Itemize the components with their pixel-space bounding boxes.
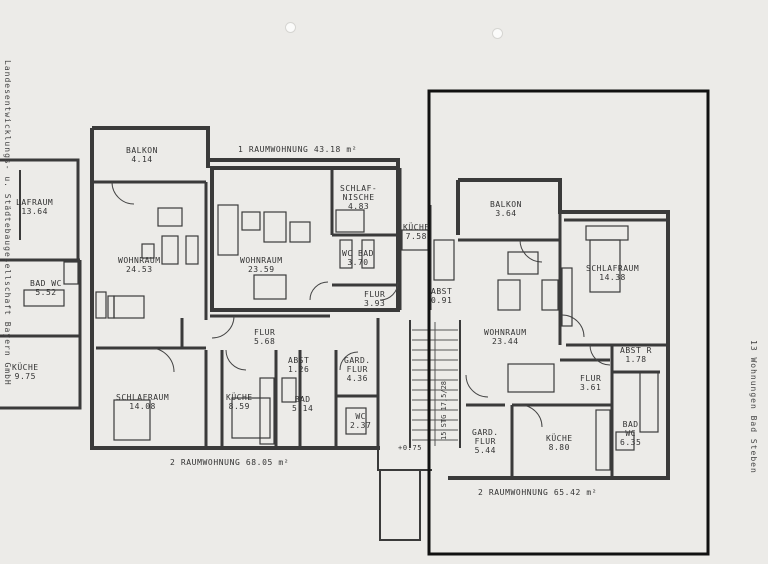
punch-hole <box>285 22 296 33</box>
unit-caption-top: 1 RAUMWOHNUNG 43.18 m² <box>238 145 358 154</box>
side-text-right: 13 Wohnungen Bad Steben <box>749 340 758 474</box>
selection-frame <box>427 89 710 556</box>
side-text-left: Landesentwicklungs- u. Städtebaugesellsc… <box>3 60 12 386</box>
entry-level-mark: +0.75 <box>398 444 423 452</box>
unit-caption-left: 2 RAUMWOHNUNG 68.05 m² <box>170 458 290 467</box>
stair-label: 15 STG 17,5/28 <box>440 380 448 440</box>
unit-caption-right: 2 RAUMWOHNUNG 65.42 m² <box>478 488 598 497</box>
punch-hole <box>492 28 503 39</box>
